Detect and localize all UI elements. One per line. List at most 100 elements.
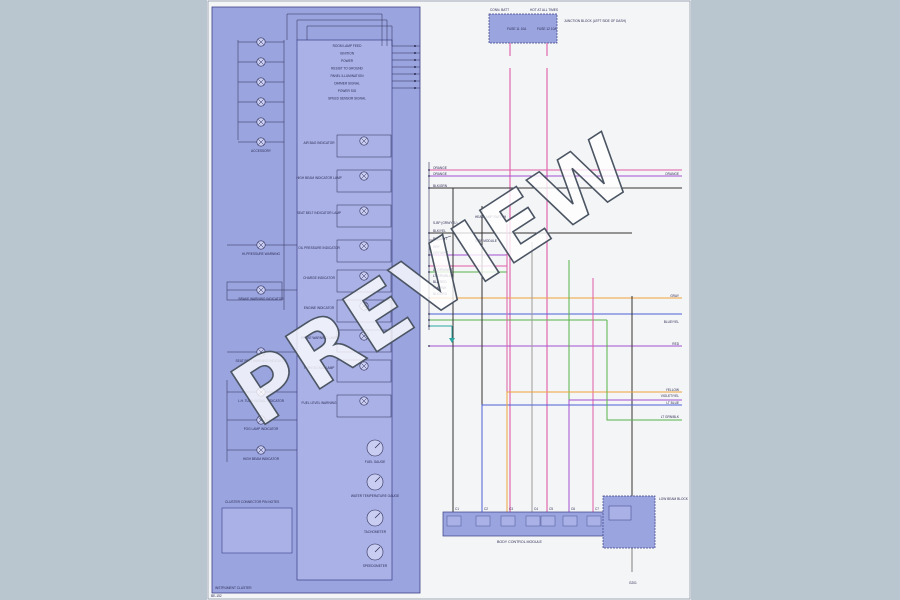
- block-2: [336, 204, 392, 228]
- wire-label-bg-1: [506, 56, 514, 68]
- lamp-1-cross-b: [257, 58, 265, 66]
- bcm-violet-wire: [568, 399, 682, 512]
- top-pin-0: [414, 45, 416, 47]
- block-label-5: ENGINE INDICATOR: [304, 306, 335, 310]
- pin-label-2: POWER: [341, 59, 354, 63]
- lower-lamp-5-cross-b: [257, 446, 265, 454]
- lower-lamp-5: [256, 445, 266, 455]
- junction-fuse-right: FUSE 12 10A: [537, 27, 557, 31]
- bcm-pin-box-0: [446, 515, 462, 527]
- lamp-4-cross-b: [257, 118, 265, 126]
- cluster-top-wires: [286, 13, 420, 89]
- lower-lamp-4: [256, 415, 266, 425]
- block-lamp-7: [359, 361, 369, 371]
- harness-pin-10: [428, 325, 430, 327]
- lower-lamp-1-cross-b: [257, 286, 265, 294]
- block-label-8: FUEL LEVEL WARNING: [302, 401, 337, 405]
- bcm-orange-wire: [506, 391, 682, 512]
- pin-label-7: SPEED SENSOR SIGNAL: [328, 97, 366, 101]
- gauge-needle-1: [374, 476, 381, 483]
- mid-label-0: ORANGE: [433, 166, 447, 170]
- gauge-label-0: FUEL GAUGE: [365, 460, 385, 464]
- junction-label-left: CONN. BATT: [490, 8, 509, 12]
- bcm-pin-0: C1: [455, 507, 459, 511]
- right-label-3: RED: [672, 342, 679, 346]
- mid-label-11: BLK/PNK: [433, 286, 447, 290]
- harness-pin-2: [428, 187, 430, 189]
- block-3: [336, 239, 392, 263]
- right-label-7: LT GRN/BLK: [661, 415, 680, 419]
- lower-label-1: BRAKE WARNING INDICATOR: [238, 297, 284, 301]
- right-wire-labels: ORANGEGRAYBLUE/YELREDYELLOWVIOLET/YELLT …: [661, 172, 680, 419]
- loop-wire-0: [286, 13, 383, 46]
- mid-label-10: BLK/RED: [433, 280, 447, 284]
- lamp-5-cross-b: [257, 138, 265, 146]
- block-lamp-4-cross-b: [360, 272, 368, 280]
- mid-label-9: LT GRN/BLK: [433, 274, 452, 278]
- block-lamp-2: [359, 206, 369, 216]
- block-lamp-0: [359, 136, 369, 146]
- lamp-0: [256, 37, 266, 47]
- lower-lamp-4-cross-b: [257, 416, 265, 424]
- junction-block: [488, 13, 558, 44]
- mid-label-8: LT GRN/WHT: [433, 268, 453, 272]
- low-beam-block: [602, 495, 656, 549]
- harness-pin-5: [428, 265, 430, 267]
- lower-label-4: FOG LAMP INDICATOR: [244, 427, 279, 431]
- lower-label-2: SEAT BELT WARNING INDICATOR: [236, 359, 288, 363]
- harness-pin-3: [428, 232, 430, 234]
- low-beam-label: LOW BEAM BLOCK: [659, 497, 689, 501]
- bcm-title: BODY CONTROL MODULE: [497, 540, 543, 544]
- mid-label-3: S-BP (GRN/YEL): [433, 221, 457, 225]
- harness-pin-6: [428, 271, 430, 273]
- lamp-2-cross-b: [257, 78, 265, 86]
- lower-lamp-2-cross-b: [257, 348, 265, 356]
- pin-label-6: POWER SIG: [338, 89, 357, 93]
- block-lamp-1: [359, 171, 369, 181]
- sheet-border: [207, 0, 691, 600]
- block-label-2: SEAT BELT INDICATOR LAMP: [297, 211, 341, 215]
- block-label-6: BRAKE WARNING LAMP: [301, 336, 338, 340]
- mid-label-6: GRY: [433, 245, 441, 249]
- cluster-note-box: [221, 507, 293, 554]
- lower-lamp-0: [256, 240, 266, 250]
- gauge-needle-3: [374, 546, 381, 553]
- block-8: [336, 394, 392, 418]
- block-lamp-7-cross-b: [360, 362, 368, 370]
- block-1: [336, 169, 392, 193]
- lamp-0-cross-b: [257, 38, 265, 46]
- bcm-pin-box-1: [475, 515, 491, 527]
- junction-note: JUNCTION BLOCK (LEFT SIDE OF DASH): [564, 19, 626, 23]
- loop-wire-2: [306, 25, 393, 46]
- lamp-3-cross-b: [257, 98, 265, 106]
- bcm-blue-wire: [481, 404, 682, 512]
- wire-label-bg-2: [543, 56, 551, 68]
- loop-wire-1: [296, 19, 388, 46]
- lower-lamp-1: [256, 285, 266, 295]
- bcm-pin-box-4: [540, 515, 556, 527]
- low-beam-relay: [608, 505, 632, 521]
- block-lamp-3: [359, 241, 369, 251]
- pin-label-5: DIMMER SIGNAL: [334, 82, 360, 86]
- harness-pin-9: [428, 319, 430, 321]
- cluster-inner-column: [296, 39, 393, 581]
- block-lamp-4: [359, 271, 369, 281]
- bcm-green-wire: [606, 320, 682, 421]
- pin-label-1: IGNITION: [340, 52, 355, 56]
- harness-pin-0: [428, 169, 430, 171]
- bcm-pin-box-3: [525, 515, 541, 527]
- top-pin-6: [414, 87, 416, 89]
- block-label-7: TURN SIGNAL LAMP: [304, 366, 335, 370]
- ground-label: G201: [629, 581, 637, 585]
- block-label-0: AIR BAG INDICATOR: [303, 141, 335, 145]
- mid-label-1: ORANGE: [433, 172, 447, 176]
- lower-label-0: HI-PRESSURE WARNING: [242, 252, 280, 256]
- bcm-pin-5: C6: [571, 507, 575, 511]
- junction-label-right: HOT AT ALL TIMES: [530, 8, 558, 12]
- block-0: [336, 134, 392, 158]
- gauge-label-3: SPEEDOMETER: [363, 564, 388, 568]
- lamp-2: [256, 77, 266, 87]
- block-label-4: CHARGE INDICATOR: [303, 276, 335, 280]
- harness-wires: [428, 169, 682, 512]
